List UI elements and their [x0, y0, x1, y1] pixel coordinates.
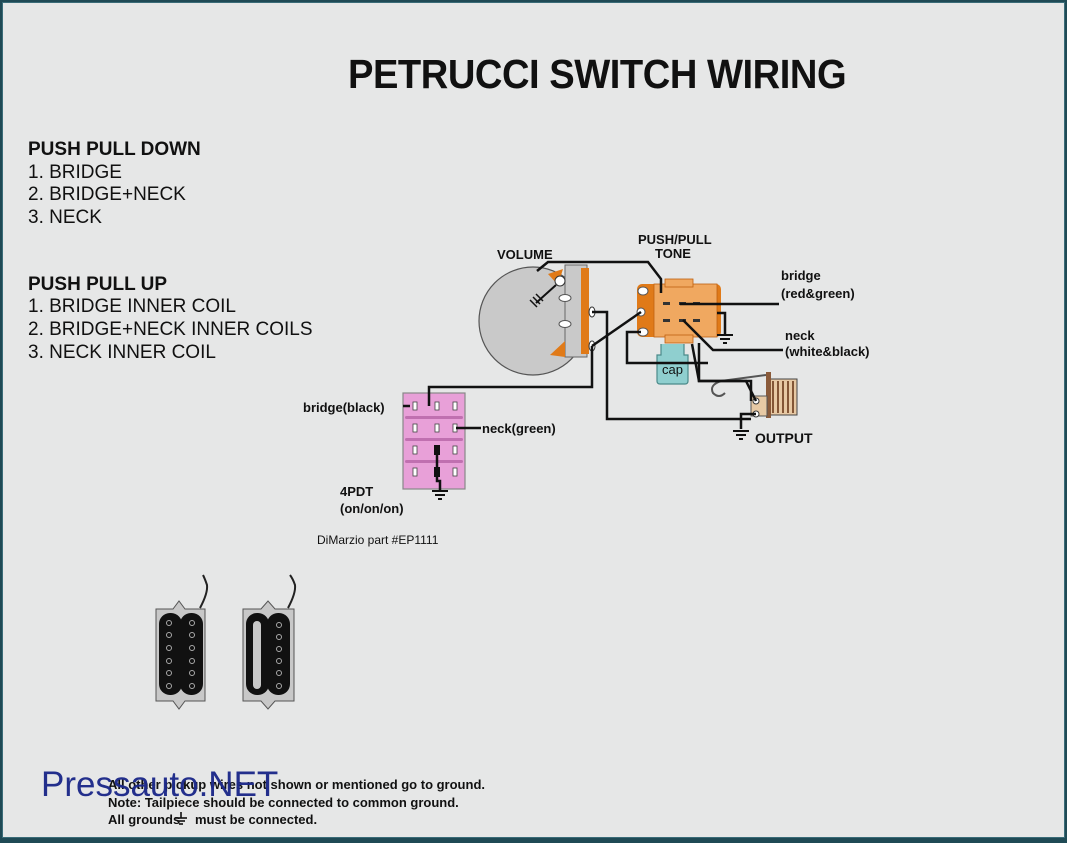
note-line: All grounds: [108, 812, 181, 827]
bridge-tone-label: bridge: [781, 268, 821, 283]
switch-neck-label: neck(green): [482, 421, 556, 436]
switch-bridge-label: bridge(black): [303, 400, 385, 415]
push-pull-up-item: 3. NECK INNER COIL: [28, 342, 216, 363]
push-pull-down-item: 3. NECK: [28, 207, 102, 228]
output-jack: [711, 372, 798, 418]
4pdt-switch: [402, 392, 466, 490]
neck-tone-label: neck: [785, 328, 815, 343]
switch-type-desc: (on/on/on): [340, 501, 404, 516]
neck-tone-colors: (white&black): [785, 344, 870, 359]
output-label: OUTPUT: [755, 430, 813, 446]
push-pull-up-item: 2. BRIDGE+NECK INNER COILS: [28, 319, 313, 340]
part-number-label: DiMarzio part #EP1111: [317, 533, 439, 547]
push-pull-down-item: 1. BRIDGE: [28, 162, 122, 183]
push-pull-down-heading: PUSH PULL DOWN: [28, 139, 201, 160]
bridge-tone-colors: (red&green): [781, 286, 855, 301]
volume-pot: [478, 264, 596, 376]
humbucker-pickup-bridge: [155, 574, 209, 710]
tone-label-line2: TONE: [655, 246, 691, 261]
push-pull-down-item: 2. BRIDGE+NECK: [28, 184, 186, 205]
note-line: must be connected.: [195, 812, 318, 827]
push-pull-tone-pot: [636, 278, 721, 344]
tone-label-line1: PUSH/PULL: [638, 232, 712, 247]
page-title: PETRUCCI SWITCH WIRING: [348, 51, 847, 97]
wires: [403, 260, 783, 491]
push-pull-up-heading: PUSH PULL UP: [28, 274, 168, 295]
note-line: All other pickup wires not shown or ment…: [108, 777, 485, 792]
switch-type-label: 4PDT: [340, 484, 374, 499]
push-pull-up-item: 1. BRIDGE INNER COIL: [28, 296, 236, 317]
humbucker-pickup-neck: [242, 574, 297, 710]
ground-symbol: [733, 430, 749, 440]
note-line: Note: Tailpiece should be connected to c…: [108, 795, 459, 810]
ground-symbol: [432, 490, 448, 500]
cap-label: cap: [662, 362, 683, 377]
wiring-diagram: [155, 260, 798, 825]
volume-label: VOLUME: [497, 247, 553, 262]
ground-symbol-note: [175, 812, 187, 825]
watermark: Pressauto.NET: [41, 765, 279, 804]
ground-symbol: [717, 334, 733, 344]
